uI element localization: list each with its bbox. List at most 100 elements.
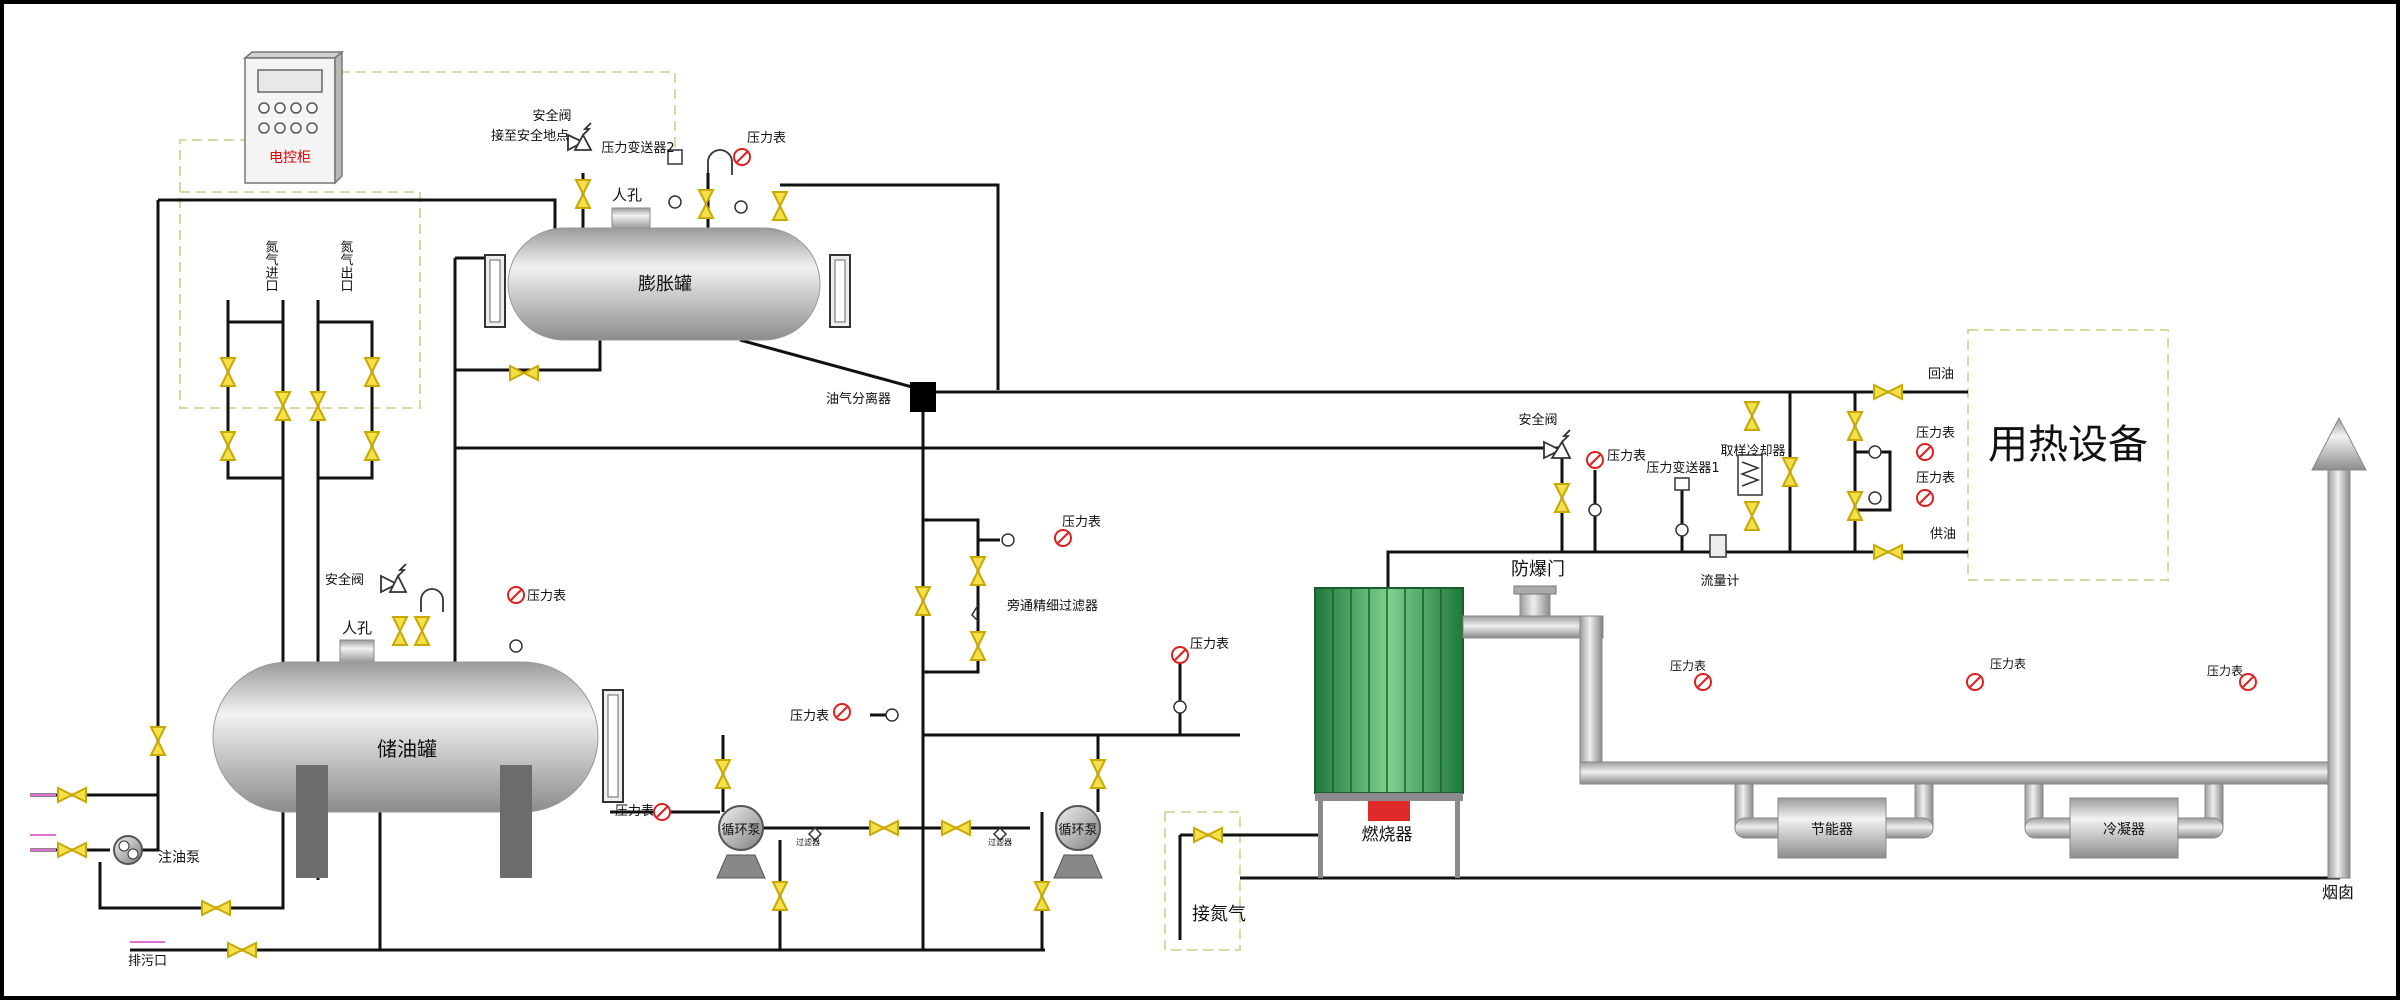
heater-furnace[interactable]: 燃烧器 bbox=[1314, 587, 1464, 878]
flow-meter-icon bbox=[1709, 534, 1727, 558]
valve-icon bbox=[150, 726, 166, 756]
gauge-label-supply: 压力表 bbox=[1916, 471, 1955, 486]
safety-valve-mid-label: 安全阀 bbox=[325, 572, 364, 588]
valve-icon bbox=[220, 357, 236, 387]
flue-duct: 防爆门 节能器 冷凝器 烟囱 bbox=[1462, 416, 2367, 902]
flow-meter-label: 流量计 bbox=[1700, 574, 1739, 589]
pressure-gauge-icon bbox=[1916, 443, 1934, 461]
valve-icon bbox=[1744, 401, 1760, 431]
gauge-label-right: 压力表 bbox=[1607, 449, 1646, 464]
gauge-label-return: 压力表 bbox=[1916, 426, 1955, 441]
manhole-top-label: 人孔 bbox=[612, 186, 642, 204]
gauge-label-pump-inlet: 压力表 bbox=[615, 804, 654, 819]
valve-icon bbox=[1873, 384, 1903, 400]
instruments[interactable] bbox=[667, 149, 1763, 842]
siphon-tube bbox=[420, 588, 444, 612]
valve-icon bbox=[414, 616, 430, 646]
circulation-pump-left-label: 循环泵 bbox=[721, 823, 760, 838]
pressure-transmitter-1-icon bbox=[1674, 477, 1690, 491]
pressure-gauge-icon bbox=[833, 703, 851, 721]
pressure-gauge-icon bbox=[1586, 451, 1604, 469]
process-pipes bbox=[30, 173, 2340, 952]
valve-icon bbox=[1847, 411, 1863, 441]
to-safe-place-label: 接至安全地点 bbox=[491, 128, 569, 144]
oil-gas-separator[interactable]: 油气分离器 bbox=[826, 382, 936, 412]
safety-valve-top-label: 安全阀 bbox=[532, 108, 571, 124]
gauge-label-pump-line: 压力表 bbox=[790, 709, 829, 724]
safety-valve-icon bbox=[1543, 429, 1572, 460]
circulation-pump-right[interactable]: 循环泵 bbox=[1053, 805, 1103, 879]
gauge-label-top: 压力表 bbox=[747, 131, 786, 146]
valve-icon bbox=[715, 759, 731, 789]
sample-cooler-icon bbox=[1737, 454, 1763, 496]
oil-fill-pump[interactable]: 注油泵 bbox=[113, 835, 200, 866]
valve-icon bbox=[220, 431, 236, 461]
valve-icon bbox=[941, 820, 971, 836]
filter-label-right: 过滤器 bbox=[988, 837, 1012, 847]
bypass-filter-icon bbox=[971, 604, 979, 622]
siphon-tube bbox=[707, 149, 733, 175]
y-strainer-icon bbox=[807, 826, 823, 842]
valve-icon bbox=[772, 881, 788, 911]
valve-icon bbox=[575, 179, 591, 209]
chimney-label: 烟囱 bbox=[2322, 883, 2354, 902]
valve-icon bbox=[1554, 483, 1570, 513]
text-labels: 安全阀 接至安全地点 压力变送器2 压力表 氮气进口 氮气出口 安全阀 压力表 … bbox=[128, 108, 2243, 969]
heat-equipment-label: 用热设备 bbox=[1988, 422, 2148, 468]
valve-icon bbox=[1090, 759, 1106, 789]
pressure-gauge-icon bbox=[1171, 646, 1189, 664]
valves[interactable] bbox=[57, 179, 1903, 958]
explosion-door-label: 防爆门 bbox=[1511, 559, 1565, 580]
pressure-gauge-icon bbox=[1916, 489, 1934, 507]
circulation-pump-left[interactable]: 循环泵 bbox=[716, 805, 766, 879]
control-cabinet[interactable]: 电控柜 bbox=[242, 50, 345, 185]
expansion-tank[interactable]: 膨胀罐 人孔 bbox=[484, 186, 851, 341]
valve-icon bbox=[227, 942, 257, 958]
valve-icon bbox=[57, 787, 87, 803]
valve-icon bbox=[364, 431, 380, 461]
valve-icon bbox=[1873, 544, 1903, 560]
gauge-label-flue-1: 压力表 bbox=[1670, 659, 1706, 673]
pressure-gauge-icon bbox=[733, 148, 751, 166]
storage-tank[interactable]: 储油罐 人孔 bbox=[212, 619, 624, 878]
nitrogen-inlet-label: 氮气进口 bbox=[263, 240, 279, 292]
bypass-filter-label: 旁通精细过滤器 bbox=[1007, 598, 1098, 614]
drain-outlet-label: 排污口 bbox=[128, 954, 167, 969]
pressure-gauge-icon bbox=[1966, 673, 1984, 691]
pressure-gauges[interactable] bbox=[507, 148, 2257, 821]
valve-icon bbox=[310, 391, 326, 421]
economizer-label: 节能器 bbox=[1811, 822, 1853, 838]
y-strainer-icon bbox=[992, 826, 1008, 842]
circulation-pump-right-label: 循环泵 bbox=[1058, 823, 1097, 838]
signal-lines bbox=[179, 71, 2169, 951]
valve-icon bbox=[970, 631, 986, 661]
valve-icon bbox=[1847, 491, 1863, 521]
gauge-label-flue-2: 压力表 bbox=[1990, 657, 2026, 671]
storage-tank-label: 储油罐 bbox=[377, 737, 437, 761]
valve-icon bbox=[772, 191, 788, 221]
valve-icon bbox=[275, 391, 291, 421]
valve-icon bbox=[57, 842, 87, 858]
gauge-label-storage: 压力表 bbox=[527, 589, 566, 604]
valve-icon bbox=[392, 616, 408, 646]
valve-icon bbox=[201, 900, 231, 916]
gauge-label-center: 压力表 bbox=[1190, 637, 1229, 652]
inlet-arrows bbox=[30, 794, 165, 943]
pressure-gauge-icon bbox=[507, 586, 525, 604]
safety-valves[interactable] bbox=[380, 122, 1572, 612]
valve-icon bbox=[1744, 501, 1760, 531]
valve-icon bbox=[698, 189, 714, 219]
oil-fill-pump-label: 注油泵 bbox=[158, 850, 200, 866]
gauge-label-flue-3: 压力表 bbox=[2207, 664, 2243, 678]
nitrogen-connect-label: 接氮气 bbox=[1192, 904, 1246, 925]
valve-icon bbox=[1034, 881, 1050, 911]
valve-icon bbox=[1782, 457, 1798, 487]
safety-valve-right-label: 安全阀 bbox=[1518, 412, 1557, 428]
valve-icon bbox=[509, 365, 539, 381]
valve-icon bbox=[1193, 827, 1223, 843]
expansion-tank-label: 膨胀罐 bbox=[638, 274, 692, 295]
safety-valve-icon bbox=[567, 122, 593, 152]
pressure-gauge-icon bbox=[1054, 529, 1072, 547]
pressure-transmitter-2-icon bbox=[667, 149, 683, 165]
